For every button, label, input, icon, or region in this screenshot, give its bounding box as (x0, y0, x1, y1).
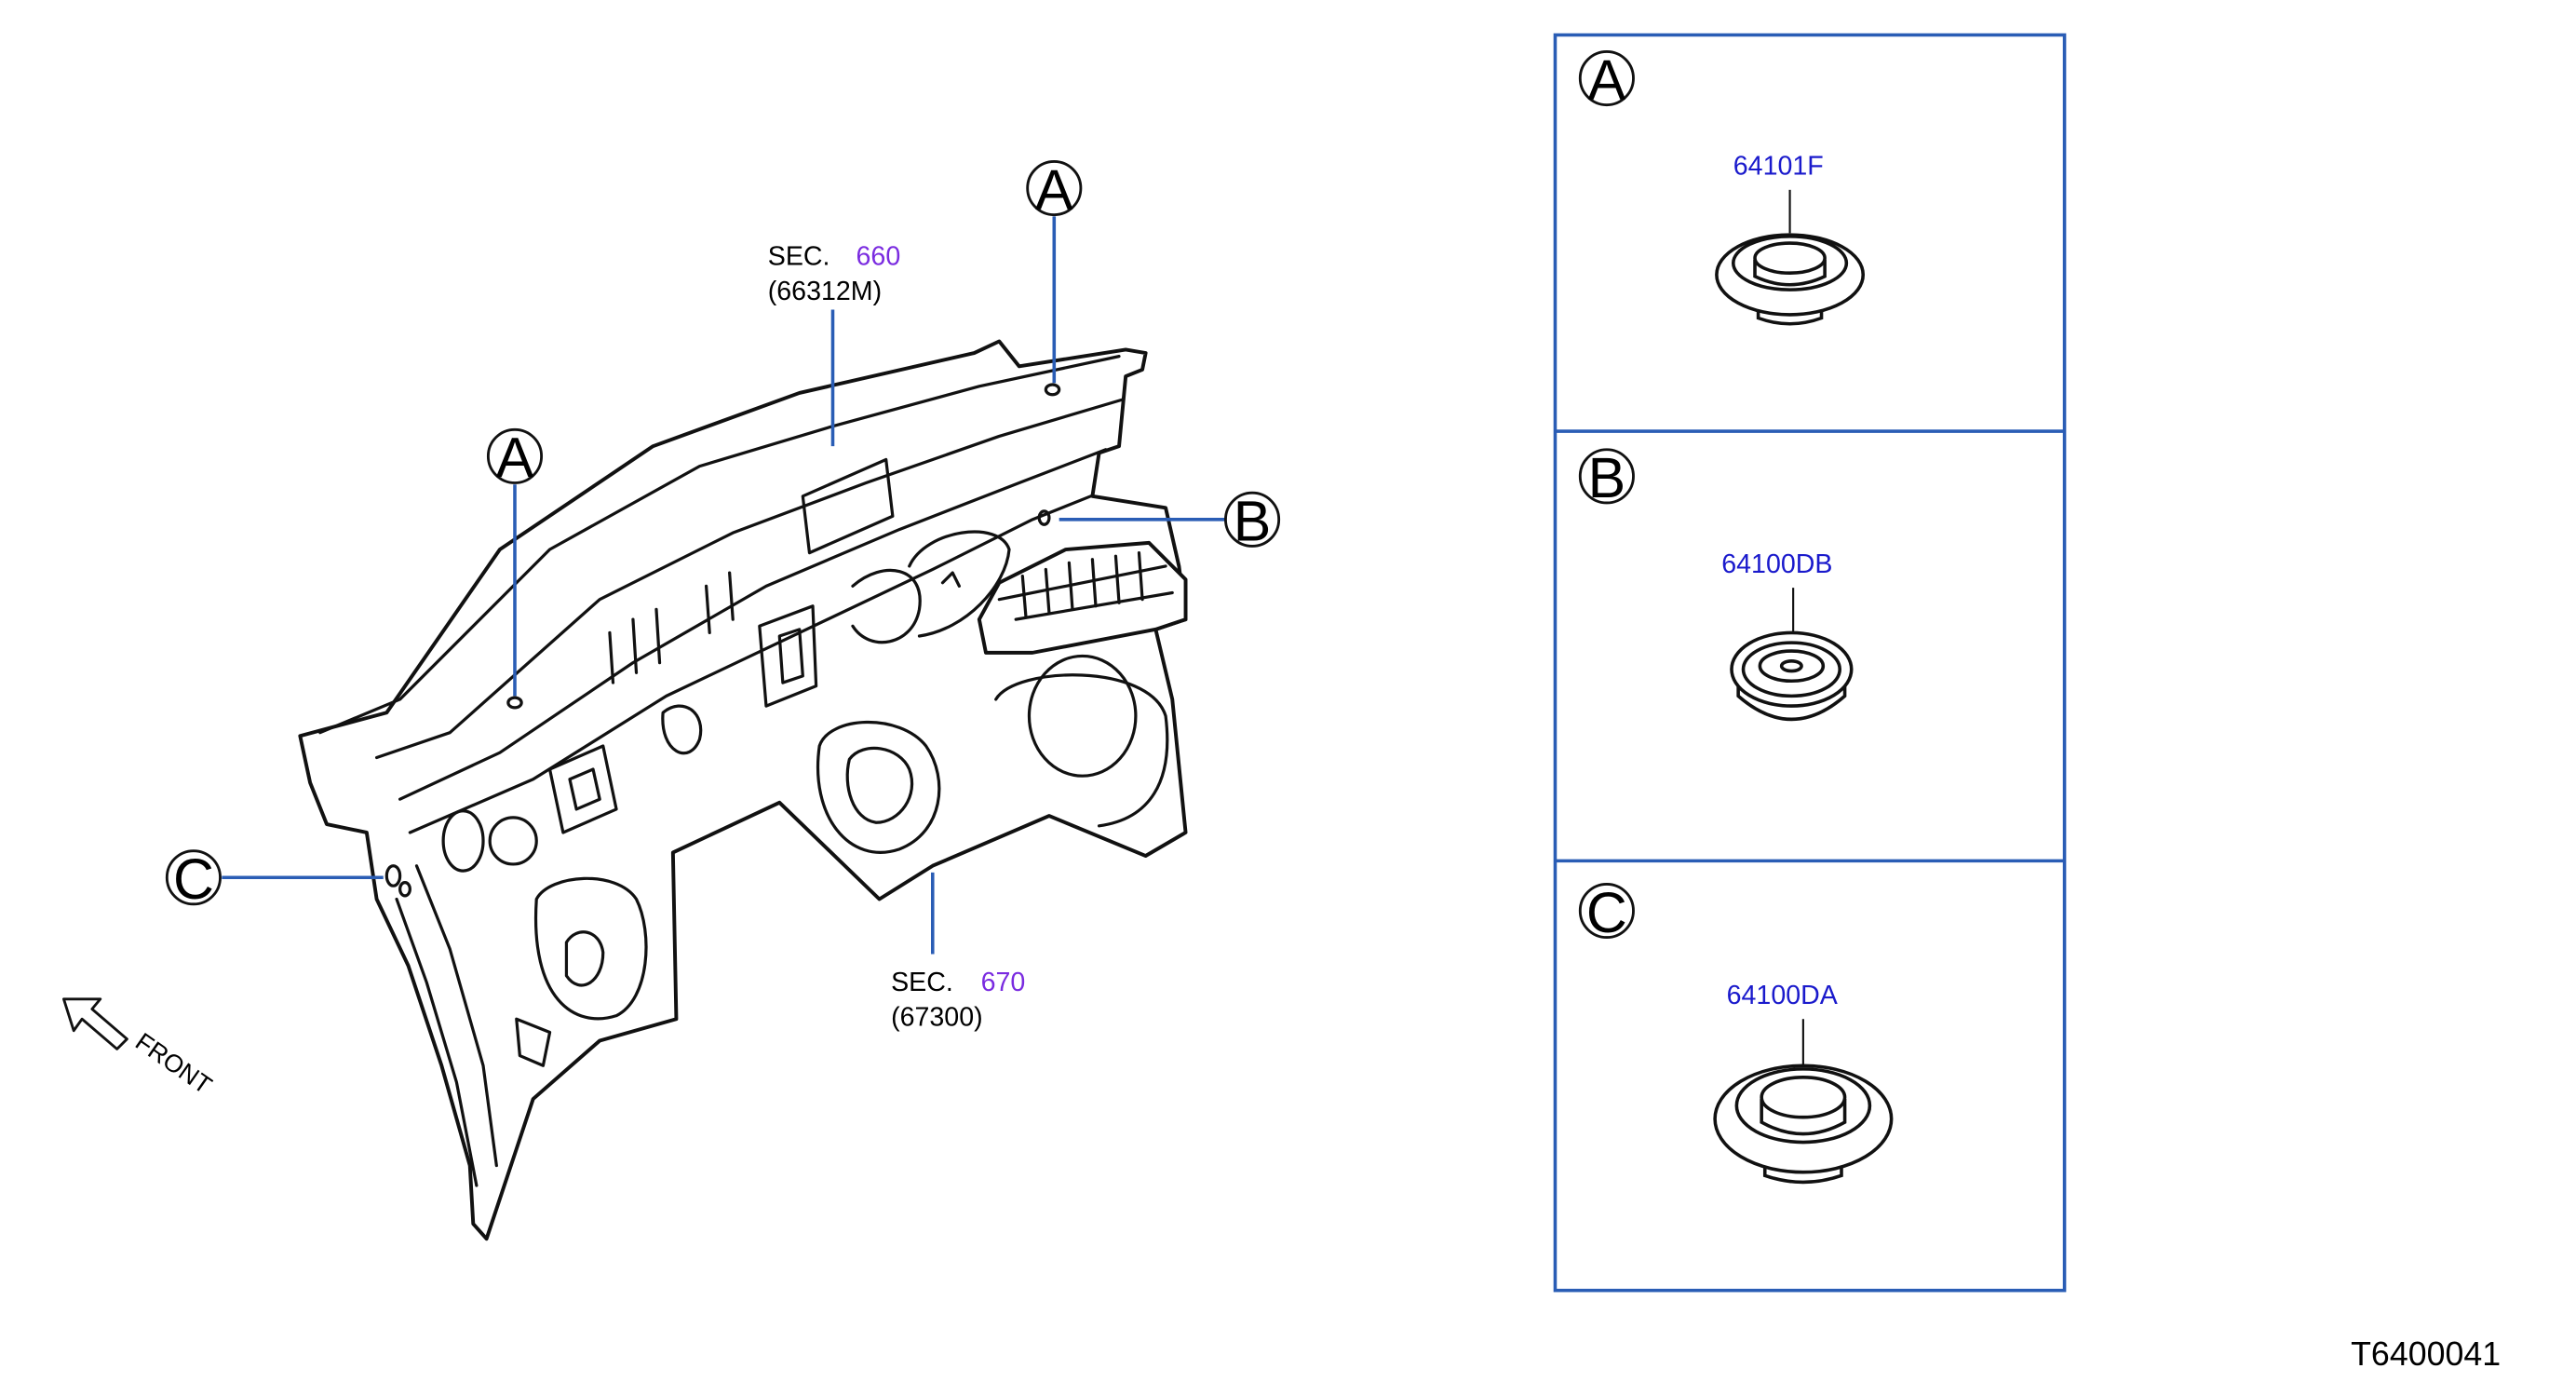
svg-text:SEC.: SEC. (768, 241, 830, 271)
svg-text:B: B (1234, 490, 1272, 553)
svg-text:B: B (1588, 446, 1626, 509)
grommet-64100DA-icon (1713, 1064, 1894, 1185)
svg-text:A: A (1035, 158, 1073, 222)
svg-text:(67300): (67300) (891, 1002, 983, 1032)
grommet-64100DB-icon (1730, 630, 1854, 722)
illustration-id: T6400041 (2351, 1335, 2501, 1373)
svg-text:(66312M): (66312M) (768, 277, 882, 306)
panel-a: A 64101F (1578, 48, 1866, 326)
svg-text:670: 670 (981, 968, 1026, 997)
svg-text:C: C (1586, 881, 1627, 944)
part-number-64101F[interactable]: 64101F (1733, 152, 1824, 182)
part-number-64100DB[interactable]: 64100DB (1721, 549, 1832, 579)
svg-text:A: A (1588, 48, 1626, 112)
panel-c: C 64100DA (1578, 881, 1894, 1185)
panel-b: B 64100DB (1578, 446, 1854, 722)
front-label: FRONT (130, 1027, 217, 1100)
svg-text:SEC.: SEC. (891, 968, 953, 997)
svg-text:660: 660 (856, 241, 901, 271)
section-ref-670[interactable]: SEC. 670 (67300) (891, 968, 1025, 1033)
callout-c-left: C (165, 847, 222, 911)
part-number-64100DA[interactable]: 64100DA (1727, 981, 1839, 1010)
leader-lines (222, 216, 1226, 955)
detail-panels (1553, 33, 2067, 1293)
callout-a-left: A (486, 427, 544, 490)
grommet-64101F-icon (1715, 233, 1866, 326)
callout-a-top: A (1026, 158, 1083, 222)
section-ref-660[interactable]: SEC. 660 (66312M) (768, 241, 900, 306)
svg-text:C: C (173, 847, 214, 911)
callout-b-right: B (1224, 490, 1281, 553)
svg-text:A: A (496, 427, 534, 490)
dash-panel-body (298, 339, 1188, 1241)
front-arrow-icon (62, 997, 128, 1050)
